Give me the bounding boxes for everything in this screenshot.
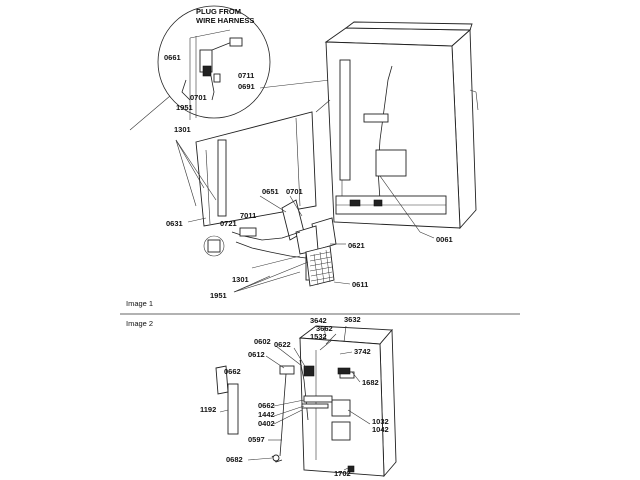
label-0621: 0621 [348, 241, 365, 250]
image-2-leaders [219, 325, 371, 471]
label-0631: 0631 [166, 219, 183, 228]
label-0061: 0061 [436, 235, 453, 244]
wiring-channel [215, 359, 355, 473]
label-3742: 3742 [354, 347, 371, 356]
label-0622: 0622 [274, 340, 291, 349]
label-1951a: 1951 [176, 103, 193, 112]
label-0721: 0721 [220, 219, 237, 228]
label-3662: 3662 [316, 324, 333, 333]
label-0602: 0602 [254, 337, 271, 346]
label-0402: 0402 [258, 419, 275, 428]
label-0701b: 0701 [286, 187, 303, 196]
magnified-detail-circle [157, 5, 271, 120]
image-1-diagram: PLUG FROM WIRE HARNESS 0661 0711 0691 07… [126, 5, 479, 308]
label-1682: 1682 [362, 378, 379, 387]
label-0651: 0651 [262, 187, 279, 196]
label-0662a: 0662 [224, 367, 241, 376]
callout-line-1: PLUG FROM [196, 7, 241, 16]
detail-circle [157, 5, 271, 119]
label-0662b: 0662 [258, 401, 275, 410]
rear-panel [195, 99, 331, 227]
callout-line-2: WIRE HARNESS [196, 16, 254, 25]
label-1951b: 1951 [210, 291, 227, 300]
label-0597: 0597 [248, 435, 265, 444]
refrigerator-side-cabinet [298, 325, 397, 478]
label-1192: 1192 [200, 405, 216, 414]
label-1532: 1532 [310, 332, 327, 341]
condenser-grille [305, 245, 335, 287]
image-2-labels: 3642 3632 3662 1532 3742 0602 0622 0612 … [200, 315, 389, 478]
label-1042: 1042 [372, 425, 389, 434]
compressor-assembly [203, 199, 337, 287]
label-0711: 0711 [238, 71, 254, 80]
label-0701a: 0701 [190, 93, 207, 102]
label-1442: 1442 [258, 410, 275, 419]
label-0611: 0611 [352, 280, 368, 289]
image-2-diagram: Image 2 [126, 315, 397, 478]
image-1-labels: PLUG FROM WIRE HARNESS 0661 0711 0691 07… [164, 7, 453, 300]
label-3632: 3632 [344, 315, 361, 324]
image-1-leaders [175, 139, 435, 293]
label-3642: 3642 [310, 316, 327, 325]
refrigerator-cabinet [324, 21, 479, 230]
label-0661: 0661 [164, 53, 181, 62]
label-7011: 7011 [240, 211, 256, 220]
label-1032: 1032 [372, 417, 389, 426]
label-0682: 0682 [226, 455, 243, 464]
label-0612: 0612 [248, 350, 265, 359]
image-2-caption: Image 2 [126, 319, 153, 328]
label-1301a: 1301 [174, 125, 191, 134]
label-1702: 1702 [334, 469, 351, 478]
image-1-caption: Image 1 [126, 299, 153, 308]
label-1301b: 1301 [232, 275, 249, 284]
label-0691: 0691 [238, 82, 255, 91]
